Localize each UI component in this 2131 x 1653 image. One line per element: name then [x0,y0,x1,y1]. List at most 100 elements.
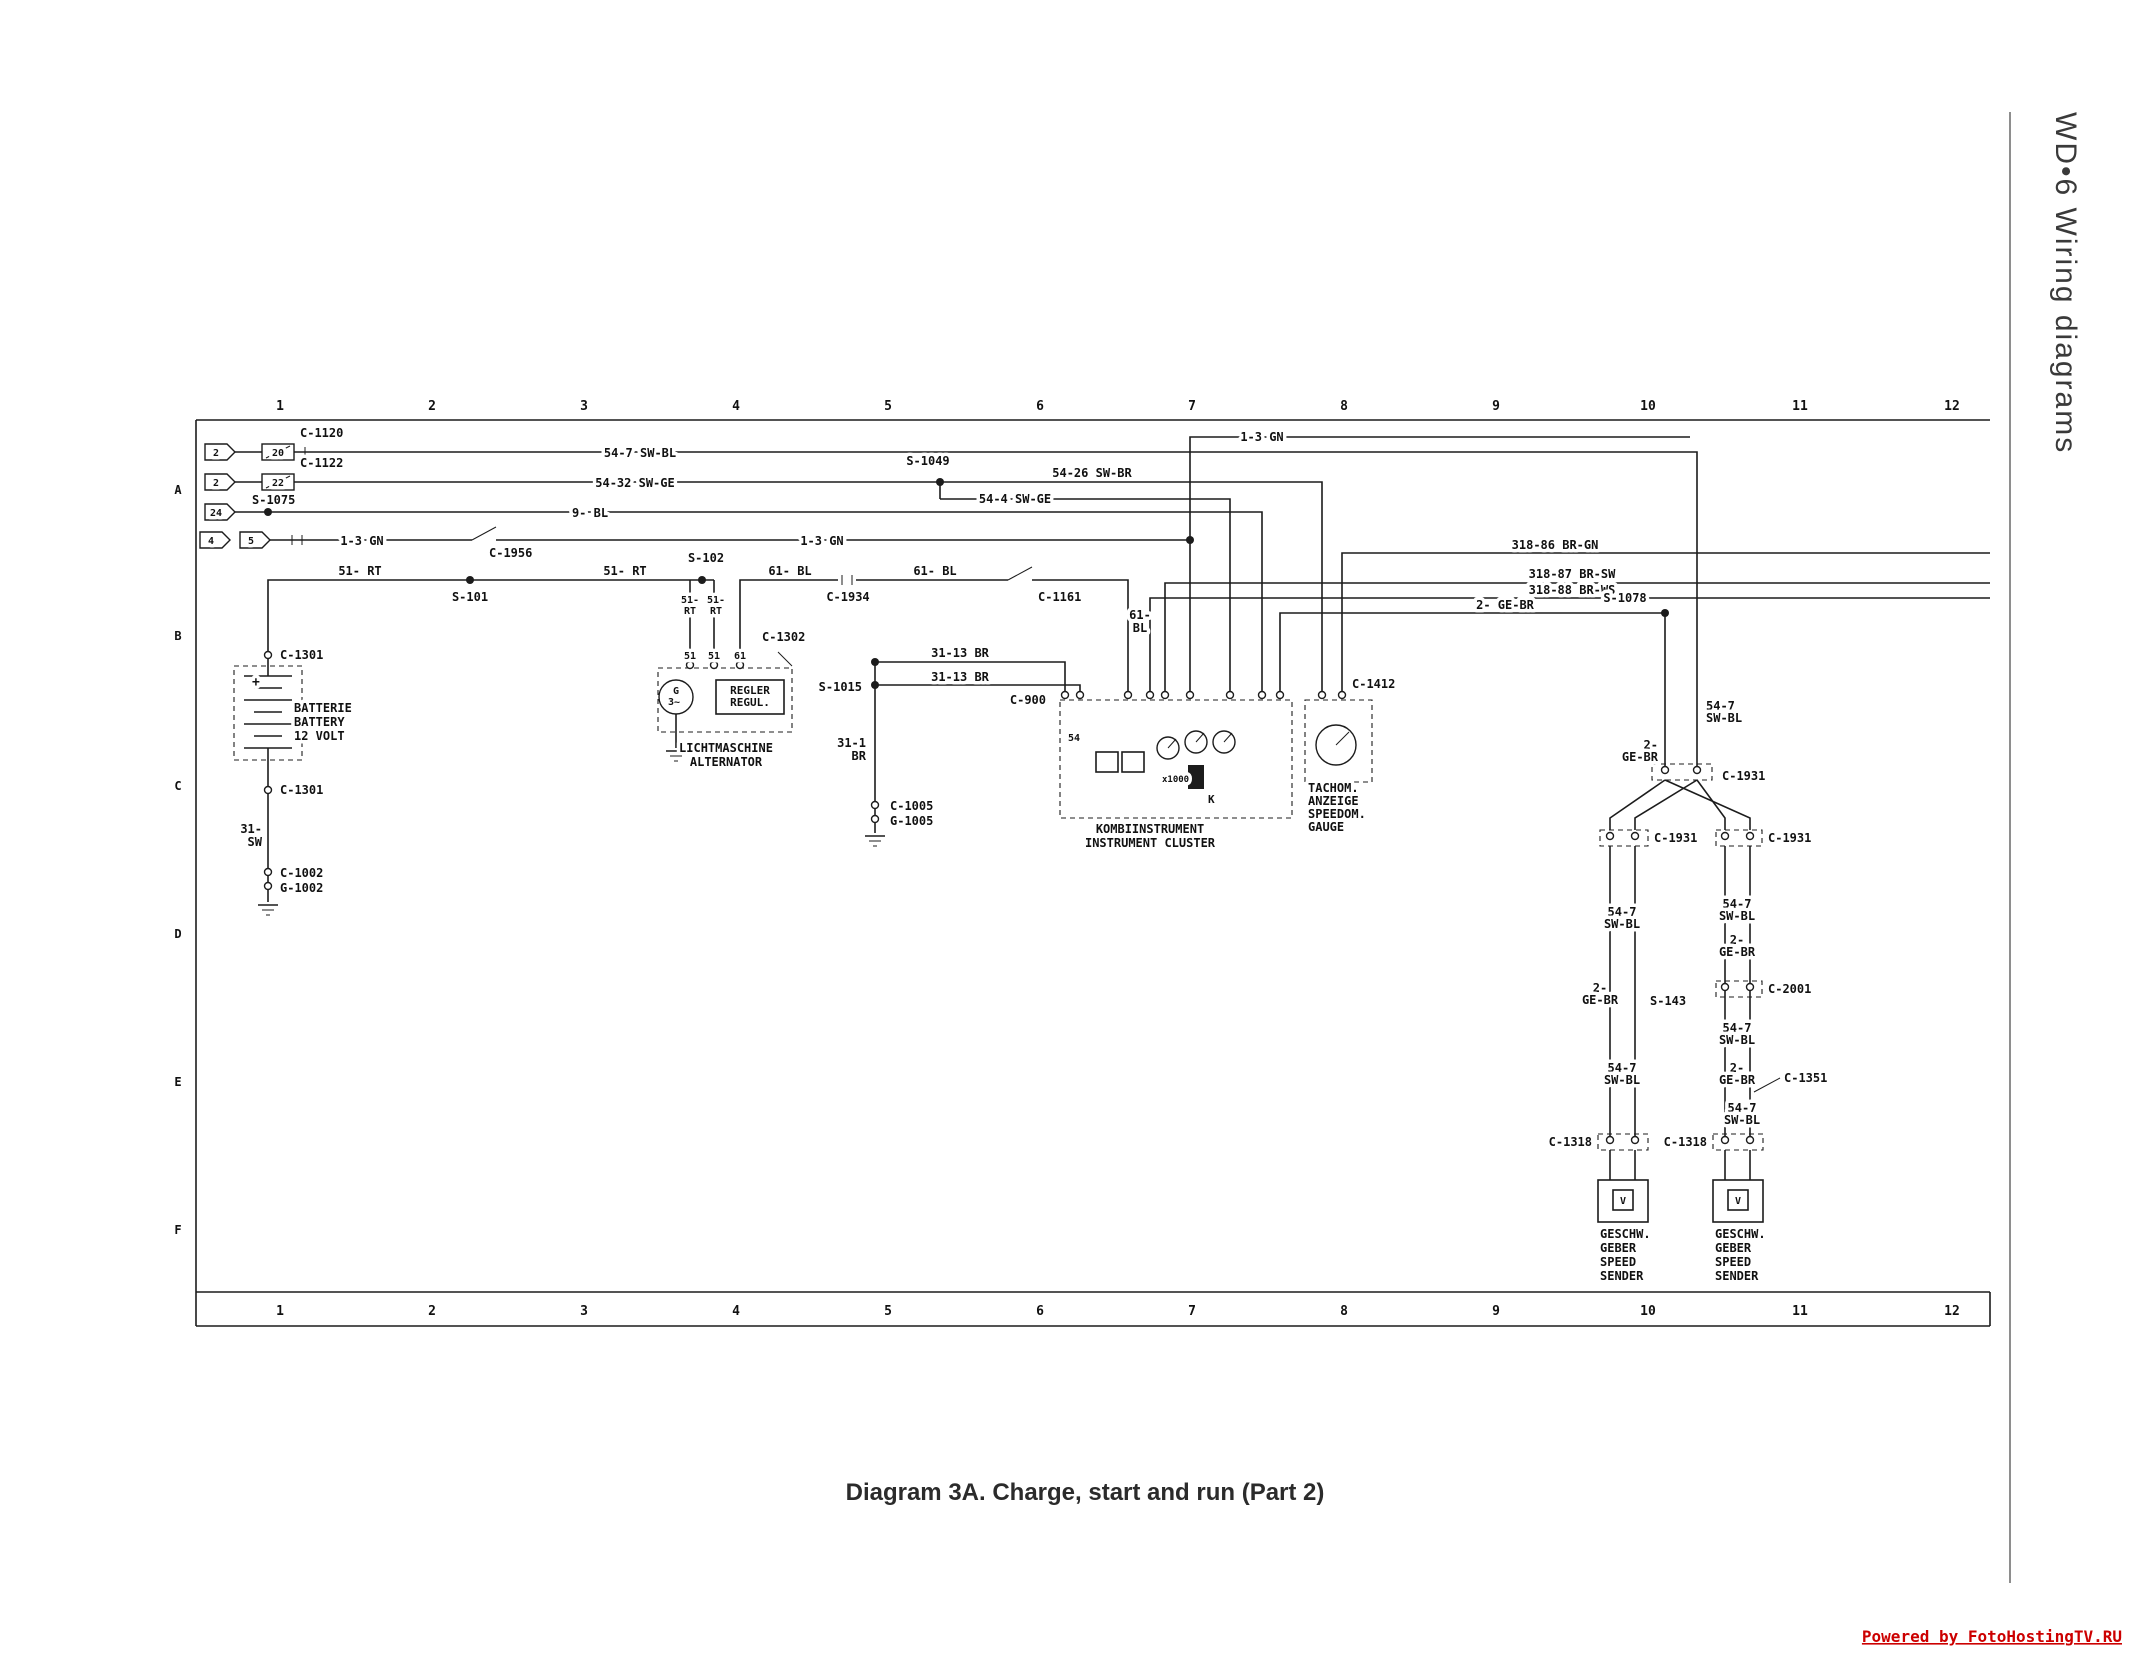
diagram-label: 318-86 BR-GN [1512,538,1599,552]
diagram-label: 51- RT [338,564,381,578]
grid-column-number-bottom: 7 [1188,1304,1196,1319]
diagram-label: 31- [240,822,262,836]
diagram-label: 54 [1068,733,1080,744]
fuse-label: 22 [272,478,284,489]
diagram-label: G-1005 [890,814,933,828]
diagram-label: C-1161 [1038,590,1081,604]
diagram-label: SW-BL [1719,909,1755,923]
diagram-label: 318-87 BR-SW [1529,567,1616,581]
connector-arrow-label: 2 [213,448,219,459]
diagram-label: REGUL. [730,696,770,709]
diagram-label: GEBER [1600,1241,1637,1255]
diagram-label: C-1318 [1664,1135,1707,1149]
diagram-label: KOMBIINSTRUMENT [1096,822,1204,836]
diagram-label: 54-32 SW-GE [595,476,674,490]
component-box [1712,1179,1764,1223]
diagram-label: 51- RT [603,564,646,578]
wire-54-7-sw-bl [294,451,1698,766]
terminal [1075,690,1085,700]
wire-1-3-gn [1189,436,1690,691]
diagram-label: S-1078 [1603,591,1646,605]
terminal [1745,982,1755,992]
grid-column-number-top: 8 [1340,399,1348,414]
splice-dot [698,576,706,584]
gauge-icon [1156,736,1180,760]
diagram-label: x1000 [1162,775,1189,785]
diagram-label: S-1075 [252,493,295,507]
sidebar-title: WD•6 Wiring diagrams [2049,112,2082,454]
diagram-label: 318-88 BR-WS [1529,583,1616,597]
wire-54-32-sw-ge [294,481,1323,691]
component-box [1612,1189,1634,1211]
terminal [1257,690,1267,700]
diagram-label: C-1002 [280,866,323,880]
diagram-label: REGLER [730,684,770,697]
diagram-label: C-1005 [890,799,933,813]
terminal [1692,765,1702,775]
diagram-label: RT [684,606,696,617]
connector-arrow-label: 5 [248,536,254,547]
diagram-label: V [1735,1196,1741,1207]
component-box [1727,1189,1749,1211]
gauge-icon [1315,724,1357,766]
diagram-label: S-1015 [819,680,862,694]
grid-row-letter: B [174,629,181,643]
diagram-label: 54-7 [1608,905,1637,919]
diagram-label: 12 VOLT [294,729,345,743]
connector-arrow-label: 4 [208,536,214,547]
wire-51-rt [267,579,714,651]
connector-box [1715,829,1763,847]
diagram-label: 54-7 [1608,1061,1637,1075]
splice-dot [871,658,879,666]
connector-arrow [199,531,231,549]
diagram-label: GAUGE [1308,820,1344,834]
diagram-label: C-1351 [1784,1071,1827,1085]
grid-column-number-top: 9 [1492,399,1500,414]
component-box [1121,751,1145,773]
diagram-label: 54-7 [1723,897,1752,911]
diagram-label: 51- [681,595,699,606]
terminal [1720,831,1730,841]
diagram-label: C-900 [1010,693,1046,707]
connector-box [657,667,793,733]
connector-arrow-label: 24 [210,508,222,519]
diagram-label: C-1412 [1352,677,1395,691]
wire-61-bl [739,579,838,661]
watermark-link[interactable]: Powered by FotoHostingTV.RU [1862,1627,2122,1646]
diagram-label: SW-BL [1604,1073,1640,1087]
grid-column-number-bottom: 6 [1036,1304,1044,1319]
terminal [263,867,273,877]
diagram-label: BATTERY [294,715,345,729]
terminal [263,650,273,660]
diagram-label: 31-1 [837,736,866,750]
gauge-icon [1212,730,1236,754]
diagram-label: 1-3 GN [1240,430,1283,444]
terminal [1123,690,1133,700]
diagram-label: 54-7 [1706,699,1735,713]
inline-fuse [265,475,291,489]
diagram-label: 31-13 BR [931,670,990,684]
diagram-label: 54-7 [1728,1101,1757,1115]
grid-column-number-bottom: 11 [1792,1304,1808,1319]
connector-box [1597,1133,1649,1151]
diagram-label: SENDER [1600,1269,1644,1283]
terminal [1720,982,1730,992]
grid-column-number-top: 3 [580,399,588,414]
connector-arrow [204,443,236,461]
diagram-label: BR [852,749,867,763]
component-box [1095,751,1119,773]
diagram-label: LICHTMASCHINE [679,741,773,755]
diagram-label: 61- [1129,608,1151,622]
grid-column-number-bottom: 12 [1944,1304,1960,1319]
diagram-label: C-1931 [1722,769,1765,783]
connector-arrow [204,503,236,521]
diagram-label: SPEED [1600,1255,1636,1269]
grid-column-number-bottom: 9 [1492,1304,1500,1319]
diagram-label: S-101 [452,590,488,604]
grid-row-letter: D [174,927,181,941]
grid-column-number-top: 11 [1792,399,1808,414]
terminal [1225,690,1235,700]
diagram-label: G-1002 [280,881,323,895]
